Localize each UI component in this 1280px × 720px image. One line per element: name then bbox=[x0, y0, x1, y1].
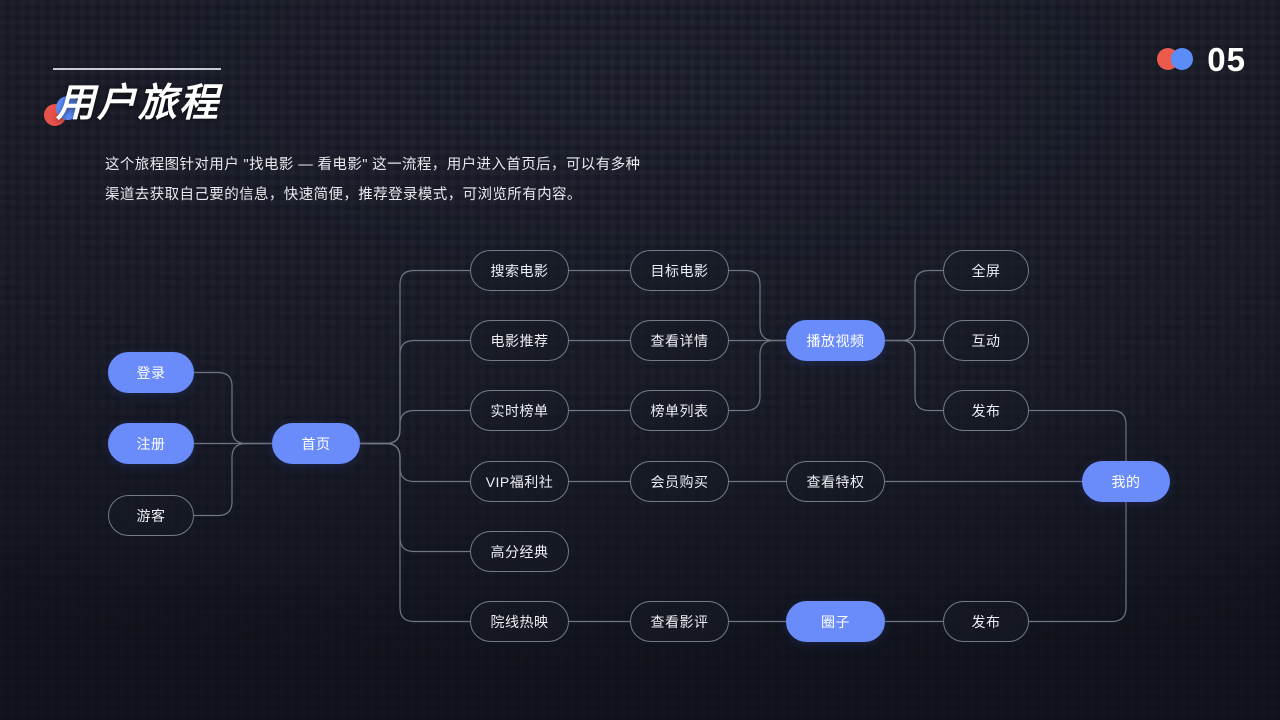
edge-play-fullscreen bbox=[885, 269, 943, 342]
flow-node-classics[interactable]: 高分经典 bbox=[470, 531, 569, 572]
edge-home-recommend bbox=[360, 339, 470, 445]
flow-node-circle[interactable]: 圈子 bbox=[786, 601, 885, 642]
flow-node-label: 实时榜单 bbox=[490, 402, 549, 419]
title-underline-rule bbox=[53, 68, 221, 70]
flow-node-label: 查看特权 bbox=[806, 473, 865, 490]
flow-node-label: 会员购买 bbox=[650, 473, 709, 490]
flow-node-label: 发布 bbox=[971, 613, 1001, 630]
edge-ranklist-play bbox=[729, 339, 786, 412]
edge-publish2-mine bbox=[1029, 480, 1141, 623]
description-line-2: 渠道去获取自己要的信息，快速简便，推荐登录模式，可浏览所有内容。 bbox=[105, 187, 582, 203]
flow-node-label: 圈子 bbox=[821, 613, 850, 630]
flow-node-label: 注册 bbox=[136, 435, 166, 452]
flow-node-review[interactable]: 查看影评 bbox=[630, 601, 729, 642]
flow-node-cinema[interactable]: 院线热映 bbox=[470, 601, 569, 642]
page-title: 用户旅程 bbox=[56, 82, 221, 125]
flow-node-label: 首页 bbox=[301, 435, 331, 452]
flow-node-label: 游客 bbox=[136, 507, 166, 524]
flow-node-label: 高分经典 bbox=[490, 543, 549, 560]
flow-node-purchase[interactable]: 会员购买 bbox=[630, 461, 729, 502]
flow-node-vip[interactable]: VIP福利社 bbox=[470, 461, 569, 502]
edge-target-play bbox=[729, 269, 786, 342]
flow-node-guest[interactable]: 游客 bbox=[108, 495, 194, 536]
flow-node-label: 院线热映 bbox=[490, 613, 549, 630]
description-line-1: 这个旅程图针对用户 "找电影 — 看电影" 这一流程，用户进入首页后，可以有多种 bbox=[105, 157, 641, 173]
flow-node-mine[interactable]: 我的 bbox=[1082, 461, 1170, 502]
page-number-group: 05 bbox=[1157, 38, 1246, 80]
flow-node-label: 全屏 bbox=[971, 262, 1001, 279]
edge-home-search bbox=[360, 269, 470, 445]
flow-node-label: 目标电影 bbox=[650, 262, 709, 279]
flow-node-publish2[interactable]: 发布 bbox=[943, 601, 1029, 642]
flow-node-label: 互动 bbox=[971, 332, 1001, 349]
edge-login-home bbox=[194, 371, 272, 445]
flow-node-fullscreen[interactable]: 全屏 bbox=[943, 250, 1029, 291]
flow-node-privilege[interactable]: 查看特权 bbox=[786, 461, 885, 502]
flow-node-register[interactable]: 注册 bbox=[108, 423, 194, 464]
flow-node-label: 查看影评 bbox=[650, 613, 709, 630]
flow-node-play[interactable]: 播放视频 bbox=[786, 320, 885, 361]
flow-node-label: 我的 bbox=[1111, 473, 1141, 490]
edge-home-cinema bbox=[360, 442, 470, 623]
flow-node-home[interactable]: 首页 bbox=[272, 423, 360, 464]
flow-node-publish1[interactable]: 发布 bbox=[943, 390, 1029, 431]
flow-node-label: 发布 bbox=[971, 402, 1001, 419]
flow-node-target[interactable]: 目标电影 bbox=[630, 250, 729, 291]
page-number-blue-dot-icon bbox=[1171, 48, 1194, 70]
flow-node-ranklist[interactable]: 榜单列表 bbox=[630, 390, 729, 431]
flow-node-search[interactable]: 搜索电影 bbox=[470, 250, 569, 291]
flow-node-detail[interactable]: 查看详情 bbox=[630, 320, 729, 361]
flow-node-label: 电影推荐 bbox=[490, 332, 549, 349]
flow-node-ranking[interactable]: 实时榜单 bbox=[470, 390, 569, 431]
page-number: 05 bbox=[1207, 40, 1246, 78]
flow-node-recommend[interactable]: 电影推荐 bbox=[470, 320, 569, 361]
flow-node-label: 搜索电影 bbox=[490, 262, 549, 279]
flow-node-label: VIP福利社 bbox=[485, 473, 554, 490]
flow-node-interact[interactable]: 互动 bbox=[943, 320, 1029, 361]
edge-home-ranking bbox=[360, 409, 470, 445]
page-number-dots bbox=[1157, 48, 1197, 70]
edge-play-publish1 bbox=[885, 339, 943, 412]
flow-node-login[interactable]: 登录 bbox=[108, 352, 194, 393]
flow-node-label: 播放视频 bbox=[806, 332, 865, 349]
flow-node-label: 榜单列表 bbox=[650, 402, 709, 419]
edge-guest-home bbox=[194, 442, 272, 517]
flow-node-label: 登录 bbox=[136, 364, 166, 381]
edge-home-classics bbox=[360, 442, 470, 553]
description-block: 这个旅程图针对用户 "找电影 — 看电影" 这一流程，用户进入首页后，可以有多种… bbox=[105, 150, 745, 210]
edge-home-vip bbox=[360, 442, 470, 483]
flow-node-label: 查看详情 bbox=[650, 332, 709, 349]
